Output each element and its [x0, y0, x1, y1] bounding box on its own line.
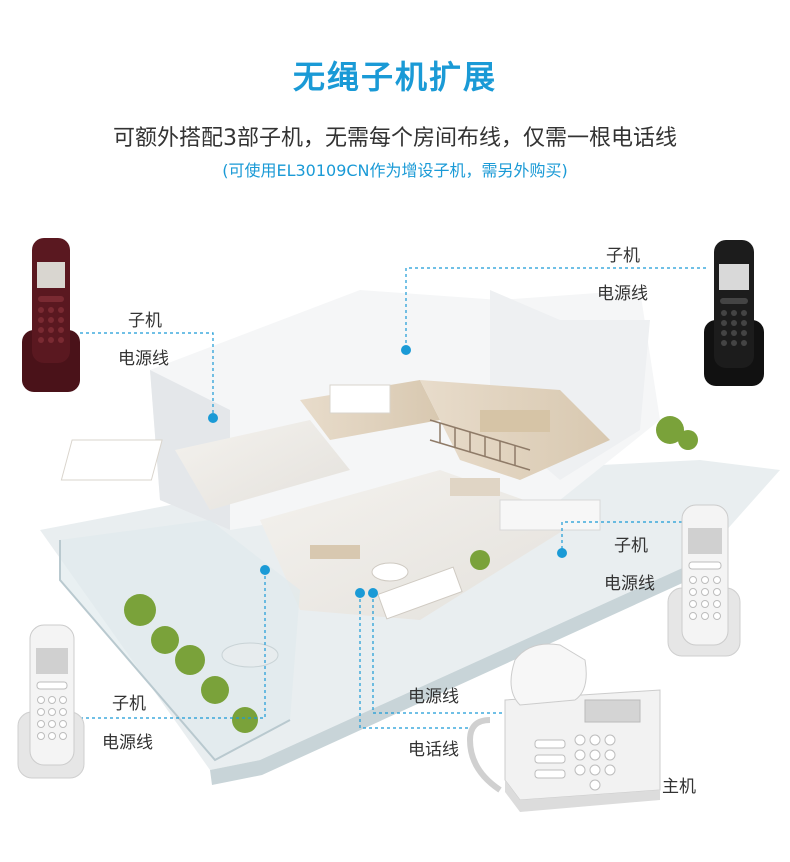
house-floorplan — [40, 290, 780, 785]
white-handset-left — [17, 624, 85, 779]
label-power-top-right: 电源线 — [597, 284, 648, 304]
label-base-unit: 主机 — [662, 777, 696, 797]
label-base-phone-line: 电话线 — [408, 740, 459, 760]
page-title: 无绳子机扩展 — [292, 58, 497, 96]
label-power-mid-right: 电源线 — [604, 574, 655, 594]
label-power-bottom-left: 电源线 — [102, 733, 153, 753]
black-handset — [704, 240, 764, 386]
white-handset-right — [667, 504, 741, 657]
connector-lines — [80, 267, 706, 729]
label-base-power: 电源线 — [408, 687, 459, 707]
label-handset-top-right: 子机 — [606, 246, 640, 266]
label-handset-top-left: 子机 — [128, 311, 162, 331]
purchase-note: (可使用EL30109CN作为增设子机，需另外购买) — [222, 161, 568, 180]
page-subtitle: 可额外搭配3部子机，无需每个房间布线，仅需一根电话线 — [113, 126, 677, 151]
label-handset-bottom-left: 子机 — [112, 694, 146, 714]
base-unit-phone — [466, 643, 661, 812]
burgundy-handset — [22, 238, 80, 392]
connector-dots — [208, 345, 567, 598]
label-power-top-left: 电源线 — [118, 349, 169, 369]
label-handset-mid-right: 子机 — [614, 536, 648, 556]
